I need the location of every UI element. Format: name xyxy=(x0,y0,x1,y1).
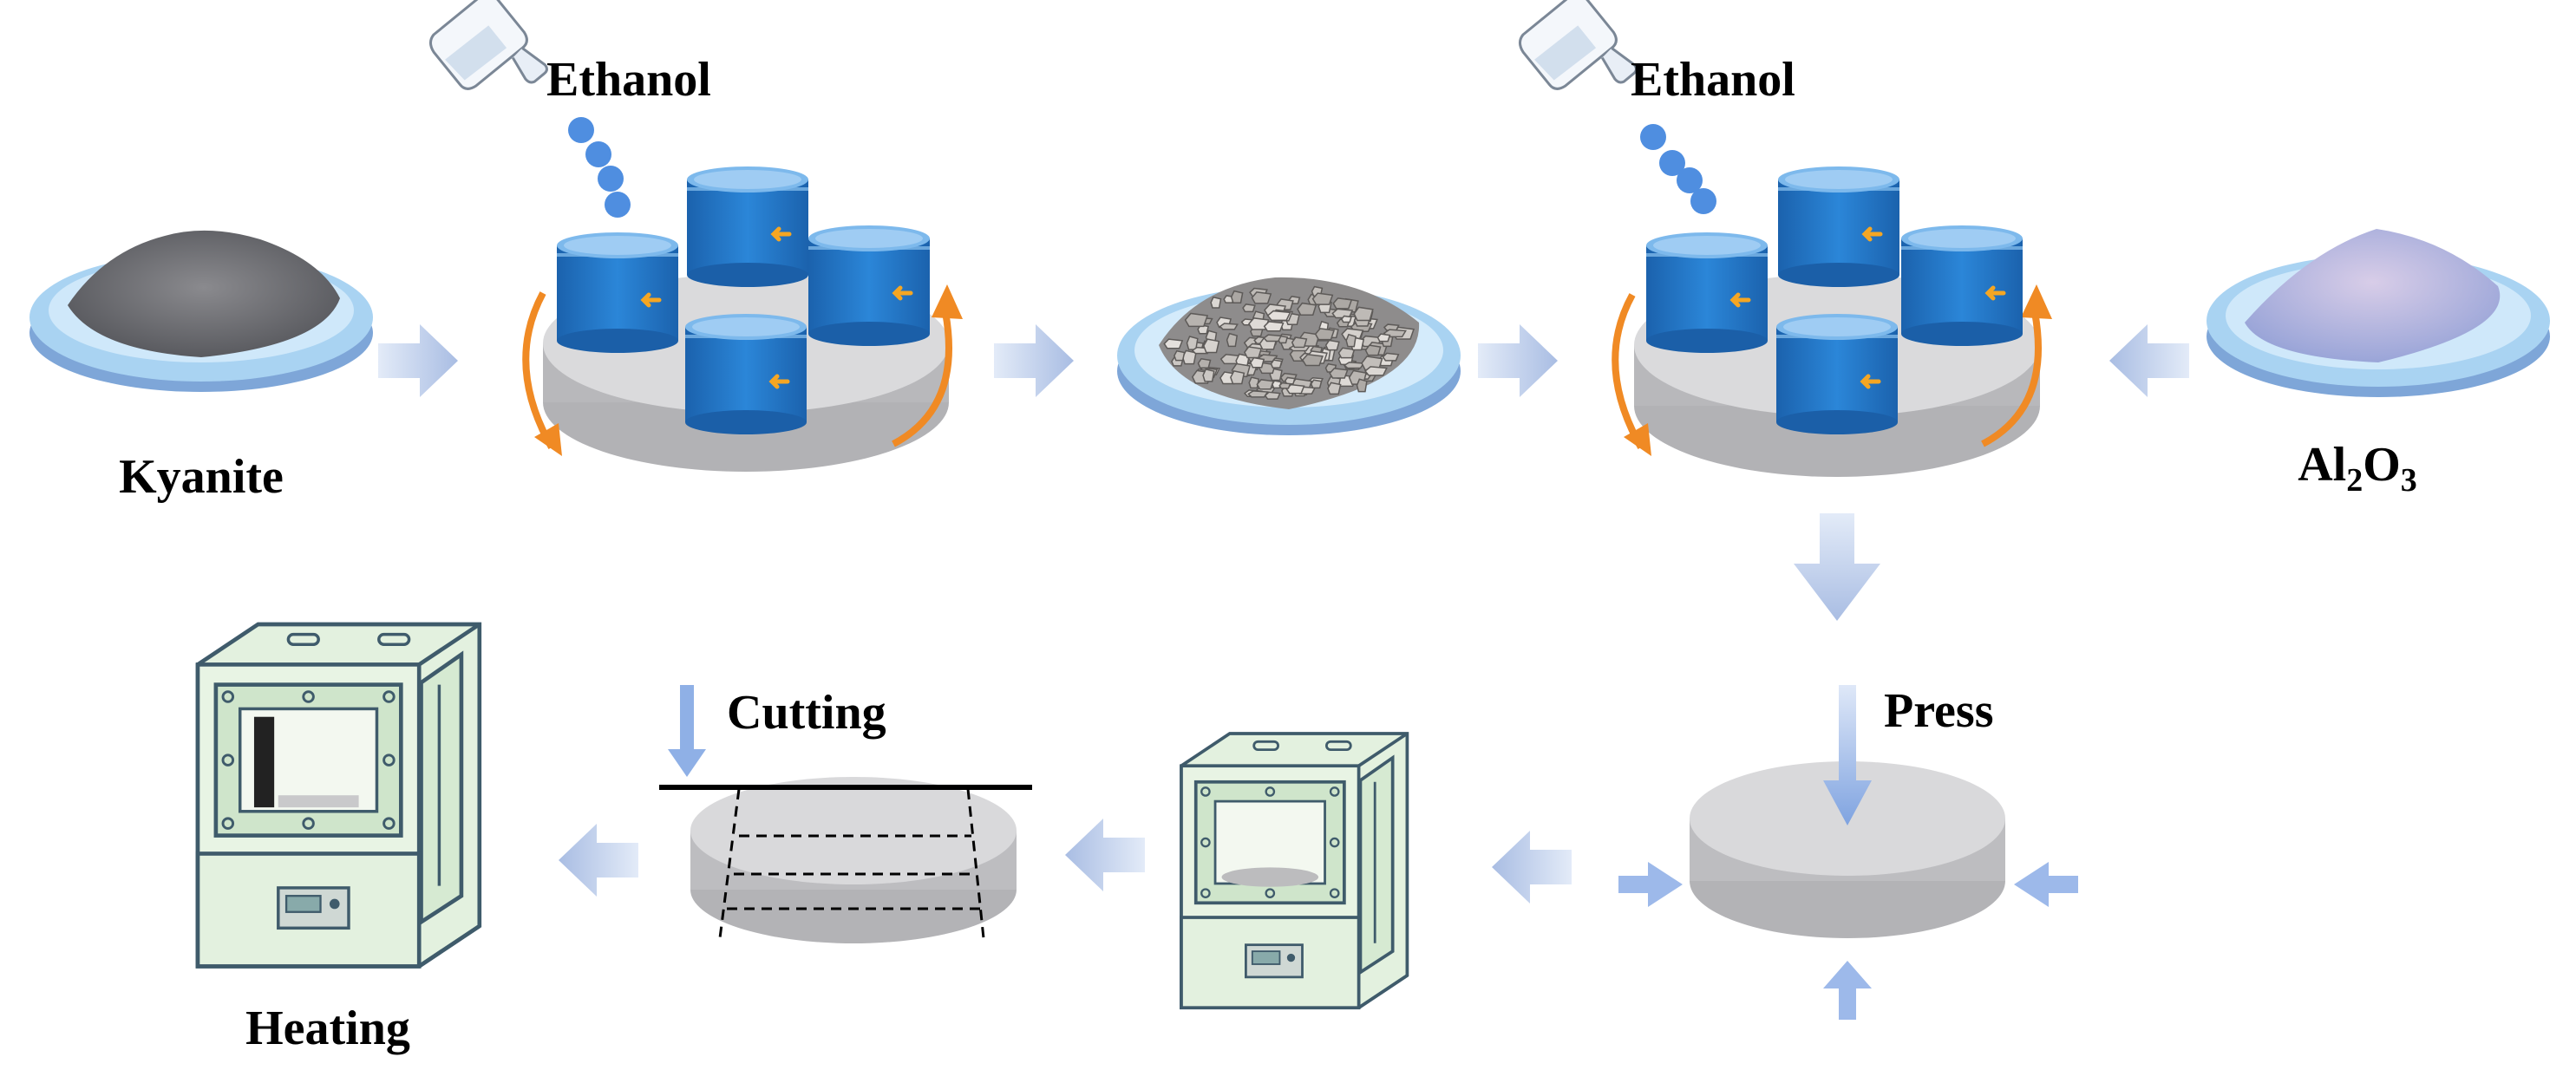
al2o3-label-sub3: 3 xyxy=(2401,462,2417,499)
granule xyxy=(1343,362,1365,369)
granule xyxy=(1311,292,1334,305)
granule xyxy=(1163,338,1184,349)
ball-mill-1: Ethanol xyxy=(424,0,963,472)
flow-arrow-2 xyxy=(994,324,1074,397)
granule xyxy=(1270,359,1283,369)
granule xyxy=(1356,378,1368,393)
al2o3-label-al: Al xyxy=(2298,438,2346,492)
granule xyxy=(1278,382,1291,389)
granule xyxy=(1341,315,1352,323)
granule xyxy=(1264,391,1281,400)
granule xyxy=(1383,323,1400,331)
flow-arrow-6 xyxy=(1065,819,1145,891)
granule xyxy=(1248,376,1260,389)
granule xyxy=(1256,379,1275,390)
press-arrows xyxy=(1618,685,2078,1020)
furnace-icon-small xyxy=(1180,732,1409,1010)
granule xyxy=(1353,306,1374,322)
granule xyxy=(1249,356,1265,369)
granule xyxy=(1331,308,1354,319)
ball-mill-2: Ethanol xyxy=(1514,0,2052,477)
kyanite-label: Kyanite xyxy=(119,450,284,504)
al2o3-label-sub2: 2 xyxy=(2346,462,2363,499)
granule xyxy=(1361,356,1383,371)
granule xyxy=(1226,332,1239,348)
al2o3-label: Al2O3 xyxy=(2298,438,2417,499)
granule xyxy=(1310,379,1323,389)
press-label: Press xyxy=(1884,684,1994,738)
granule xyxy=(1332,297,1353,310)
granule xyxy=(1242,303,1256,313)
granule xyxy=(1184,312,1209,328)
granule xyxy=(1363,366,1388,376)
ethanol-bottle-icon xyxy=(424,0,550,95)
granule xyxy=(1329,368,1349,379)
flow-arrow-1 xyxy=(378,324,458,397)
granule-dish xyxy=(1117,277,1461,435)
granule xyxy=(1202,369,1215,382)
flow-arrow-7 xyxy=(559,824,638,897)
furnace-icon xyxy=(198,624,480,966)
granule xyxy=(1297,302,1317,316)
granule xyxy=(1291,336,1308,349)
granule xyxy=(1210,296,1222,309)
granule xyxy=(1301,354,1324,367)
granule xyxy=(1382,352,1400,362)
granule xyxy=(1263,321,1285,332)
granule xyxy=(1324,339,1340,351)
granule xyxy=(1244,346,1263,359)
granule xyxy=(1266,310,1291,322)
granule xyxy=(1376,333,1391,343)
granule xyxy=(1337,347,1356,359)
flow-arrow-4 xyxy=(2109,324,2189,397)
flow-arrow-down xyxy=(1794,513,1880,621)
cutting-label: Cutting xyxy=(727,686,886,740)
flow-arrow-3 xyxy=(1478,324,1558,397)
granule xyxy=(1327,382,1342,395)
heating-label: Heating xyxy=(245,1001,410,1055)
kyanite-powder-dish xyxy=(29,230,373,392)
ethanol-label-1: Ethanol xyxy=(546,53,711,107)
alumina-powder-dish xyxy=(2207,229,2550,397)
flow-arrow-5 xyxy=(1492,831,1572,904)
ethanol-label-2: Ethanol xyxy=(1631,53,1795,107)
granule xyxy=(1230,290,1244,303)
granule xyxy=(1314,328,1336,341)
granule xyxy=(1174,349,1186,362)
granule xyxy=(1230,370,1246,385)
granule xyxy=(1219,323,1239,330)
cut-pellet xyxy=(659,685,1032,943)
pressed-pellet xyxy=(1690,761,2005,938)
granule xyxy=(1263,334,1283,343)
granule xyxy=(1247,390,1269,398)
ethanol-bottle-icon xyxy=(1514,0,1639,95)
granule xyxy=(1186,336,1199,350)
granule xyxy=(1251,291,1272,304)
granule xyxy=(1181,349,1197,365)
granule xyxy=(1197,357,1212,369)
al2o3-label-o: O xyxy=(2363,438,2401,492)
granule xyxy=(1202,338,1220,354)
granule xyxy=(1345,333,1357,348)
granule xyxy=(1364,344,1382,356)
